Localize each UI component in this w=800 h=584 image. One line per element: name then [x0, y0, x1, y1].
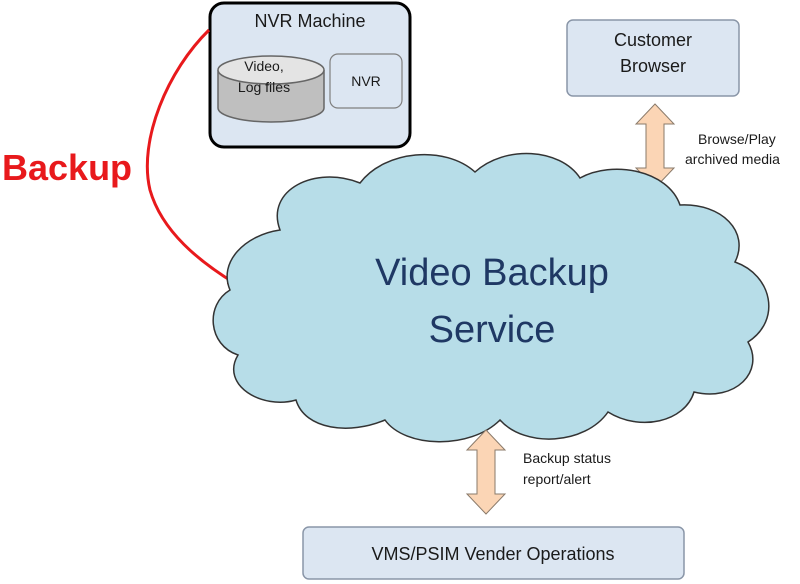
nvr-machine-box: NVR Machine Video, Log files NVR [208, 1, 412, 149]
cloud-label-line1: Video Backup [375, 252, 609, 294]
storage-label-line1: Video, [244, 58, 283, 74]
cloud-label-line2: Service [429, 309, 556, 351]
operations-label: VMS/PSIM Vender Operations [371, 544, 614, 564]
customer-browser-line1: Customer [614, 30, 692, 50]
nvr-label: NVR [351, 73, 381, 89]
customer-browser-line2: Browser [620, 56, 686, 76]
status-arrow-label-line1: Backup status [523, 450, 611, 466]
operations-box: VMS/PSIM Vender Operations [302, 526, 685, 580]
video-backup-service-cloud: Video Backup Service [212, 152, 770, 443]
backup-curve-arrow [145, 28, 238, 286]
storage-label-line2: Log files [238, 79, 290, 95]
browse-arrow-label-line1: Browse/Play [698, 131, 776, 147]
backup-label: Backup [2, 147, 132, 188]
customer-browser-box: Customer Browser [566, 19, 740, 97]
storage-cylinder-icon: Video, Log files [217, 55, 325, 123]
status-double-arrow [465, 429, 507, 515]
nvr-machine-title: NVR Machine [254, 11, 365, 31]
browse-arrow-label-line2: archived media [685, 151, 780, 167]
status-arrow-label-line2: report/alert [523, 471, 591, 487]
nvr-inner-box [329, 53, 403, 109]
